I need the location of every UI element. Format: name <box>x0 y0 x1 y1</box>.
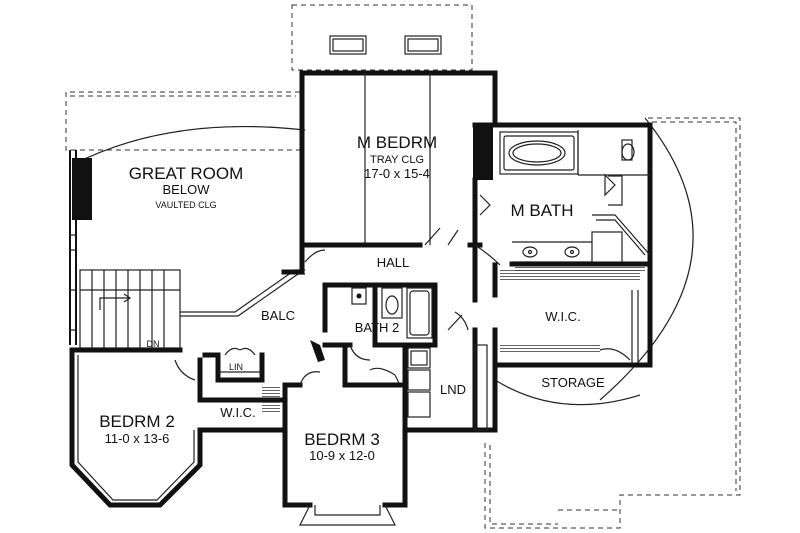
m-bedrm-note: TRAY CLG <box>370 154 424 166</box>
linen-label: LIN <box>229 362 243 372</box>
balc-label: BALC <box>261 308 295 323</box>
bath2-label: BATH 2 <box>355 320 400 335</box>
roof-outline-right <box>484 117 741 529</box>
storage-label: STORAGE <box>541 375 605 390</box>
hall-label: HALL <box>377 255 410 270</box>
stairs-down-label: DN <box>147 339 160 349</box>
bedrm2-size: 11-0 x 13-6 <box>105 431 170 446</box>
bedrm3-label: BEDRM 3 <box>304 430 380 449</box>
m-bedrm-size: 17-0 x 15-4 <box>364 166 430 181</box>
master-bath <box>472 122 653 368</box>
great-room-left-wall <box>69 150 77 345</box>
roof-outline-left <box>65 91 300 151</box>
great-room-vault-arc <box>71 125 306 166</box>
great-room-sub: BELOW <box>163 182 211 197</box>
bed2-wic-label: W.I.C. <box>220 405 255 420</box>
hall-walls <box>447 262 478 433</box>
bedroom2-walls <box>69 347 288 508</box>
stairs <box>79 269 181 349</box>
m-bedrm-label: M BEDRM <box>357 133 437 152</box>
balcony-rail <box>180 269 305 313</box>
bedroom3-walls <box>282 342 408 526</box>
m-bath-label: M BATH <box>511 201 574 220</box>
master-wic-label: W.I.C. <box>545 309 580 324</box>
laundry-label: LND <box>440 382 466 397</box>
great-room-label: GREAT ROOM <box>129 164 244 183</box>
great-room-note: VAULTED CLG <box>155 200 216 210</box>
roof-outline-top <box>291 4 473 71</box>
bedrm3-size: 10-9 x 12-0 <box>309 448 375 463</box>
master-wic <box>492 262 653 368</box>
bedrm2-label: BEDRM 2 <box>99 412 175 431</box>
